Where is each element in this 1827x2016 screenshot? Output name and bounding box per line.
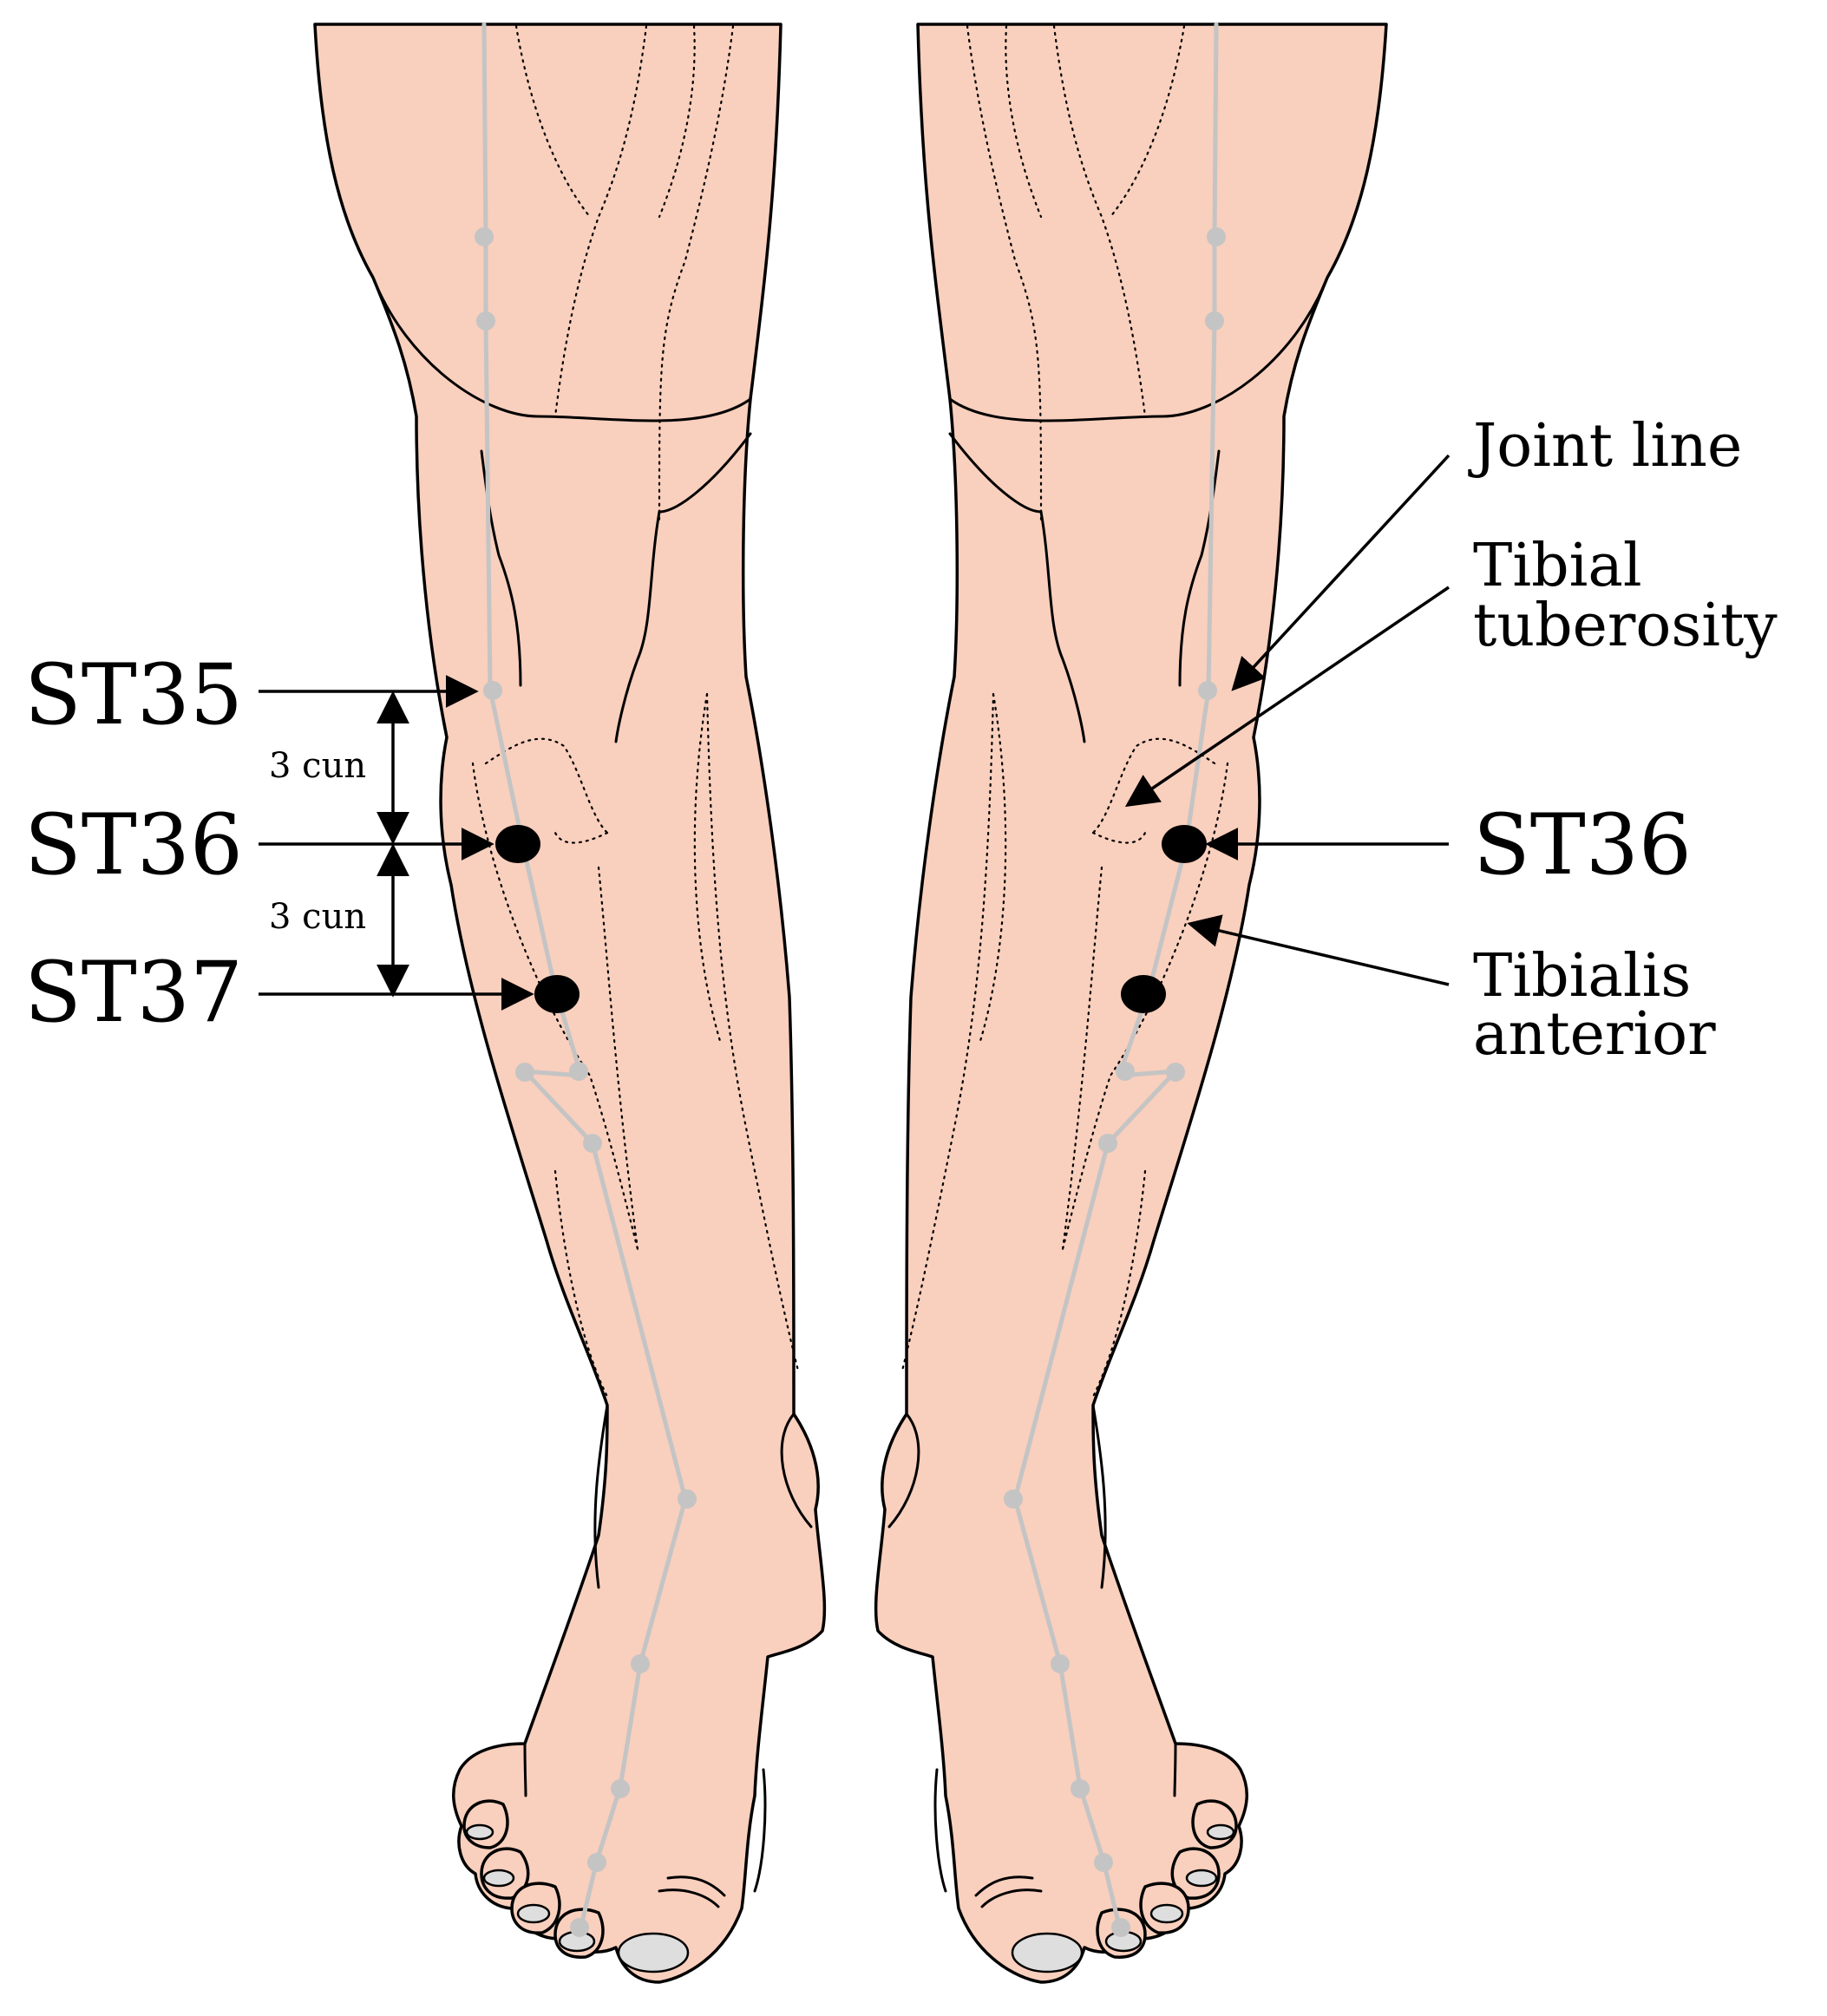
tibialis-anterior-label-2: anterior [1473, 1000, 1716, 1069]
joint-line-label: Joint line [1468, 412, 1742, 481]
right-st36-point [1162, 825, 1207, 863]
tibial-tuberosity-label-1: Tibial [1473, 532, 1642, 600]
st37-label: ST37 [24, 944, 243, 1041]
right-st37-point [1121, 975, 1166, 1013]
cun-upper-label: 3 cun [269, 746, 366, 786]
st36-left-label: ST36 [24, 796, 243, 893]
st35-label: ST35 [24, 646, 243, 743]
tibial-tuberosity-label-2: tuberosity [1473, 592, 1778, 660]
left-st37-point [534, 975, 580, 1013]
st36-right-label: ST36 [1473, 796, 1692, 893]
right-leg [876, 24, 1386, 1982]
left-st36-point [495, 825, 540, 863]
left-leg [315, 24, 824, 1982]
cun-lower-label: 3 cun [269, 897, 366, 937]
